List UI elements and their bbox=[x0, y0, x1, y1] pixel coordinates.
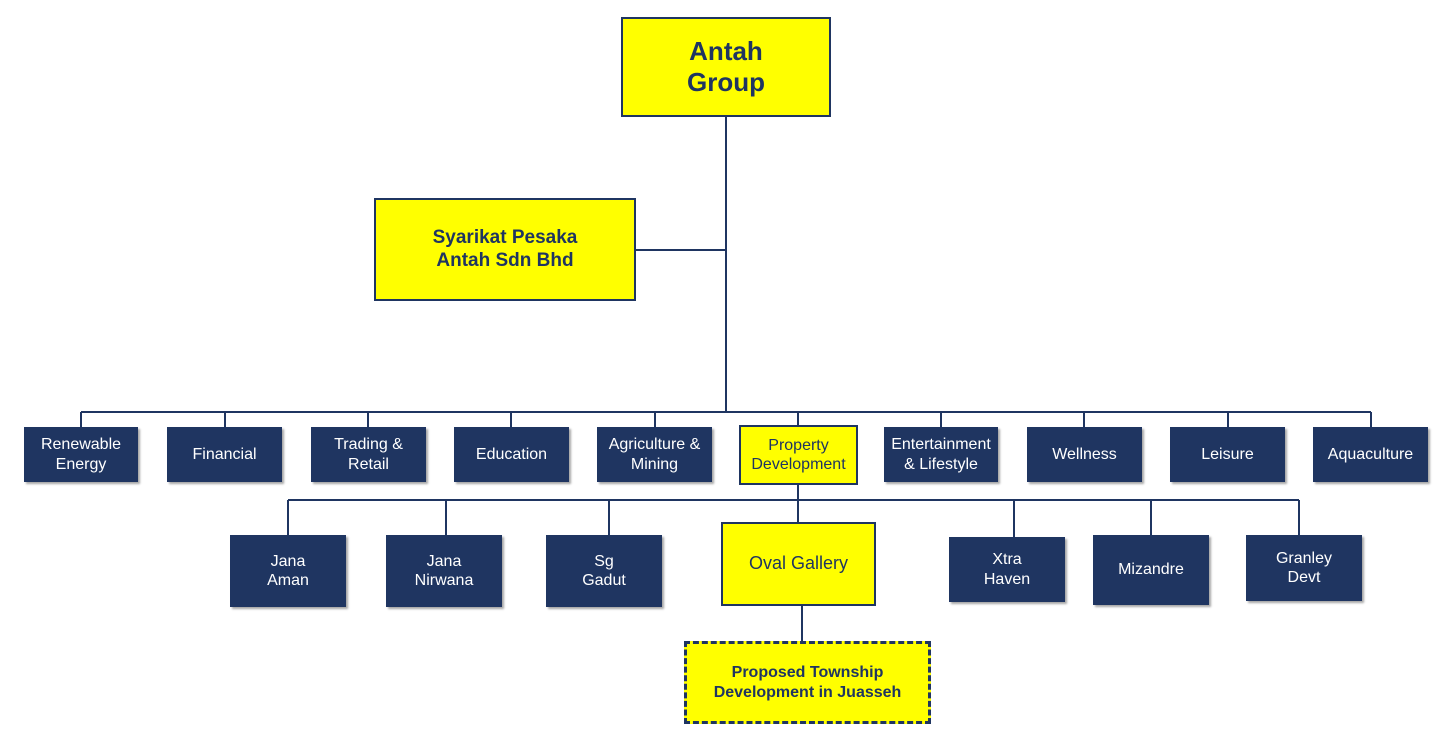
subsidiary-node: Granley Devt bbox=[1246, 535, 1362, 601]
root-label: Antah Group bbox=[687, 35, 765, 97]
division-node: Financial bbox=[167, 427, 282, 482]
division-label: Leisure bbox=[1201, 445, 1254, 463]
subsidiary-node-highlighted: Oval Gallery bbox=[721, 522, 876, 606]
division-node: Wellness bbox=[1027, 427, 1142, 482]
holding-label: Syarikat Pesaka Antah Sdn Bhd bbox=[432, 226, 578, 271]
division-label: Wellness bbox=[1052, 445, 1117, 463]
division-node-highlighted: Property Development bbox=[739, 425, 858, 485]
subsidiary-node: Jana Aman bbox=[230, 535, 346, 607]
division-label: Trading & Retail bbox=[334, 436, 403, 473]
subsidiary-label: Mizandre bbox=[1118, 561, 1184, 579]
subsidiary-node: Xtra Haven bbox=[949, 537, 1065, 602]
subsidiary-label: Sg Gadut bbox=[582, 552, 626, 589]
division-node: Trading & Retail bbox=[311, 427, 426, 482]
project-label: Proposed Township Development in Juasseh bbox=[713, 664, 902, 701]
division-node: Renewable Energy bbox=[24, 427, 138, 482]
division-label: Renewable Energy bbox=[40, 436, 122, 473]
division-node: Education bbox=[454, 427, 569, 482]
root-node: Antah Group bbox=[621, 17, 831, 117]
division-label: Financial bbox=[192, 445, 257, 463]
division-label: Aquaculture bbox=[1327, 445, 1414, 463]
division-node: Aquaculture bbox=[1313, 427, 1428, 482]
division-node: Leisure bbox=[1170, 427, 1285, 482]
division-node: Entertainment & Lifestyle bbox=[884, 427, 998, 482]
subsidiary-label: Jana Nirwana bbox=[414, 552, 474, 589]
subsidiary-label: Granley Devt bbox=[1275, 549, 1333, 586]
subsidiary-label: Oval Gallery bbox=[748, 553, 849, 574]
division-label: Entertainment & Lifestyle bbox=[891, 436, 991, 473]
project-node: Proposed Township Development in Juasseh bbox=[684, 641, 931, 724]
subsidiary-label: Jana Aman bbox=[267, 552, 309, 589]
division-node: Agriculture & Mining bbox=[597, 427, 712, 482]
division-label: Property Development bbox=[751, 436, 846, 473]
holding-node: Syarikat Pesaka Antah Sdn Bhd bbox=[374, 198, 636, 301]
division-label: Education bbox=[475, 445, 548, 463]
subsidiary-node: Sg Gadut bbox=[546, 535, 662, 607]
subsidiary-label: Xtra Haven bbox=[983, 551, 1031, 588]
subsidiary-node: Mizandre bbox=[1093, 535, 1209, 605]
division-label: Agriculture & Mining bbox=[608, 436, 701, 473]
subsidiary-node: Jana Nirwana bbox=[386, 535, 502, 607]
